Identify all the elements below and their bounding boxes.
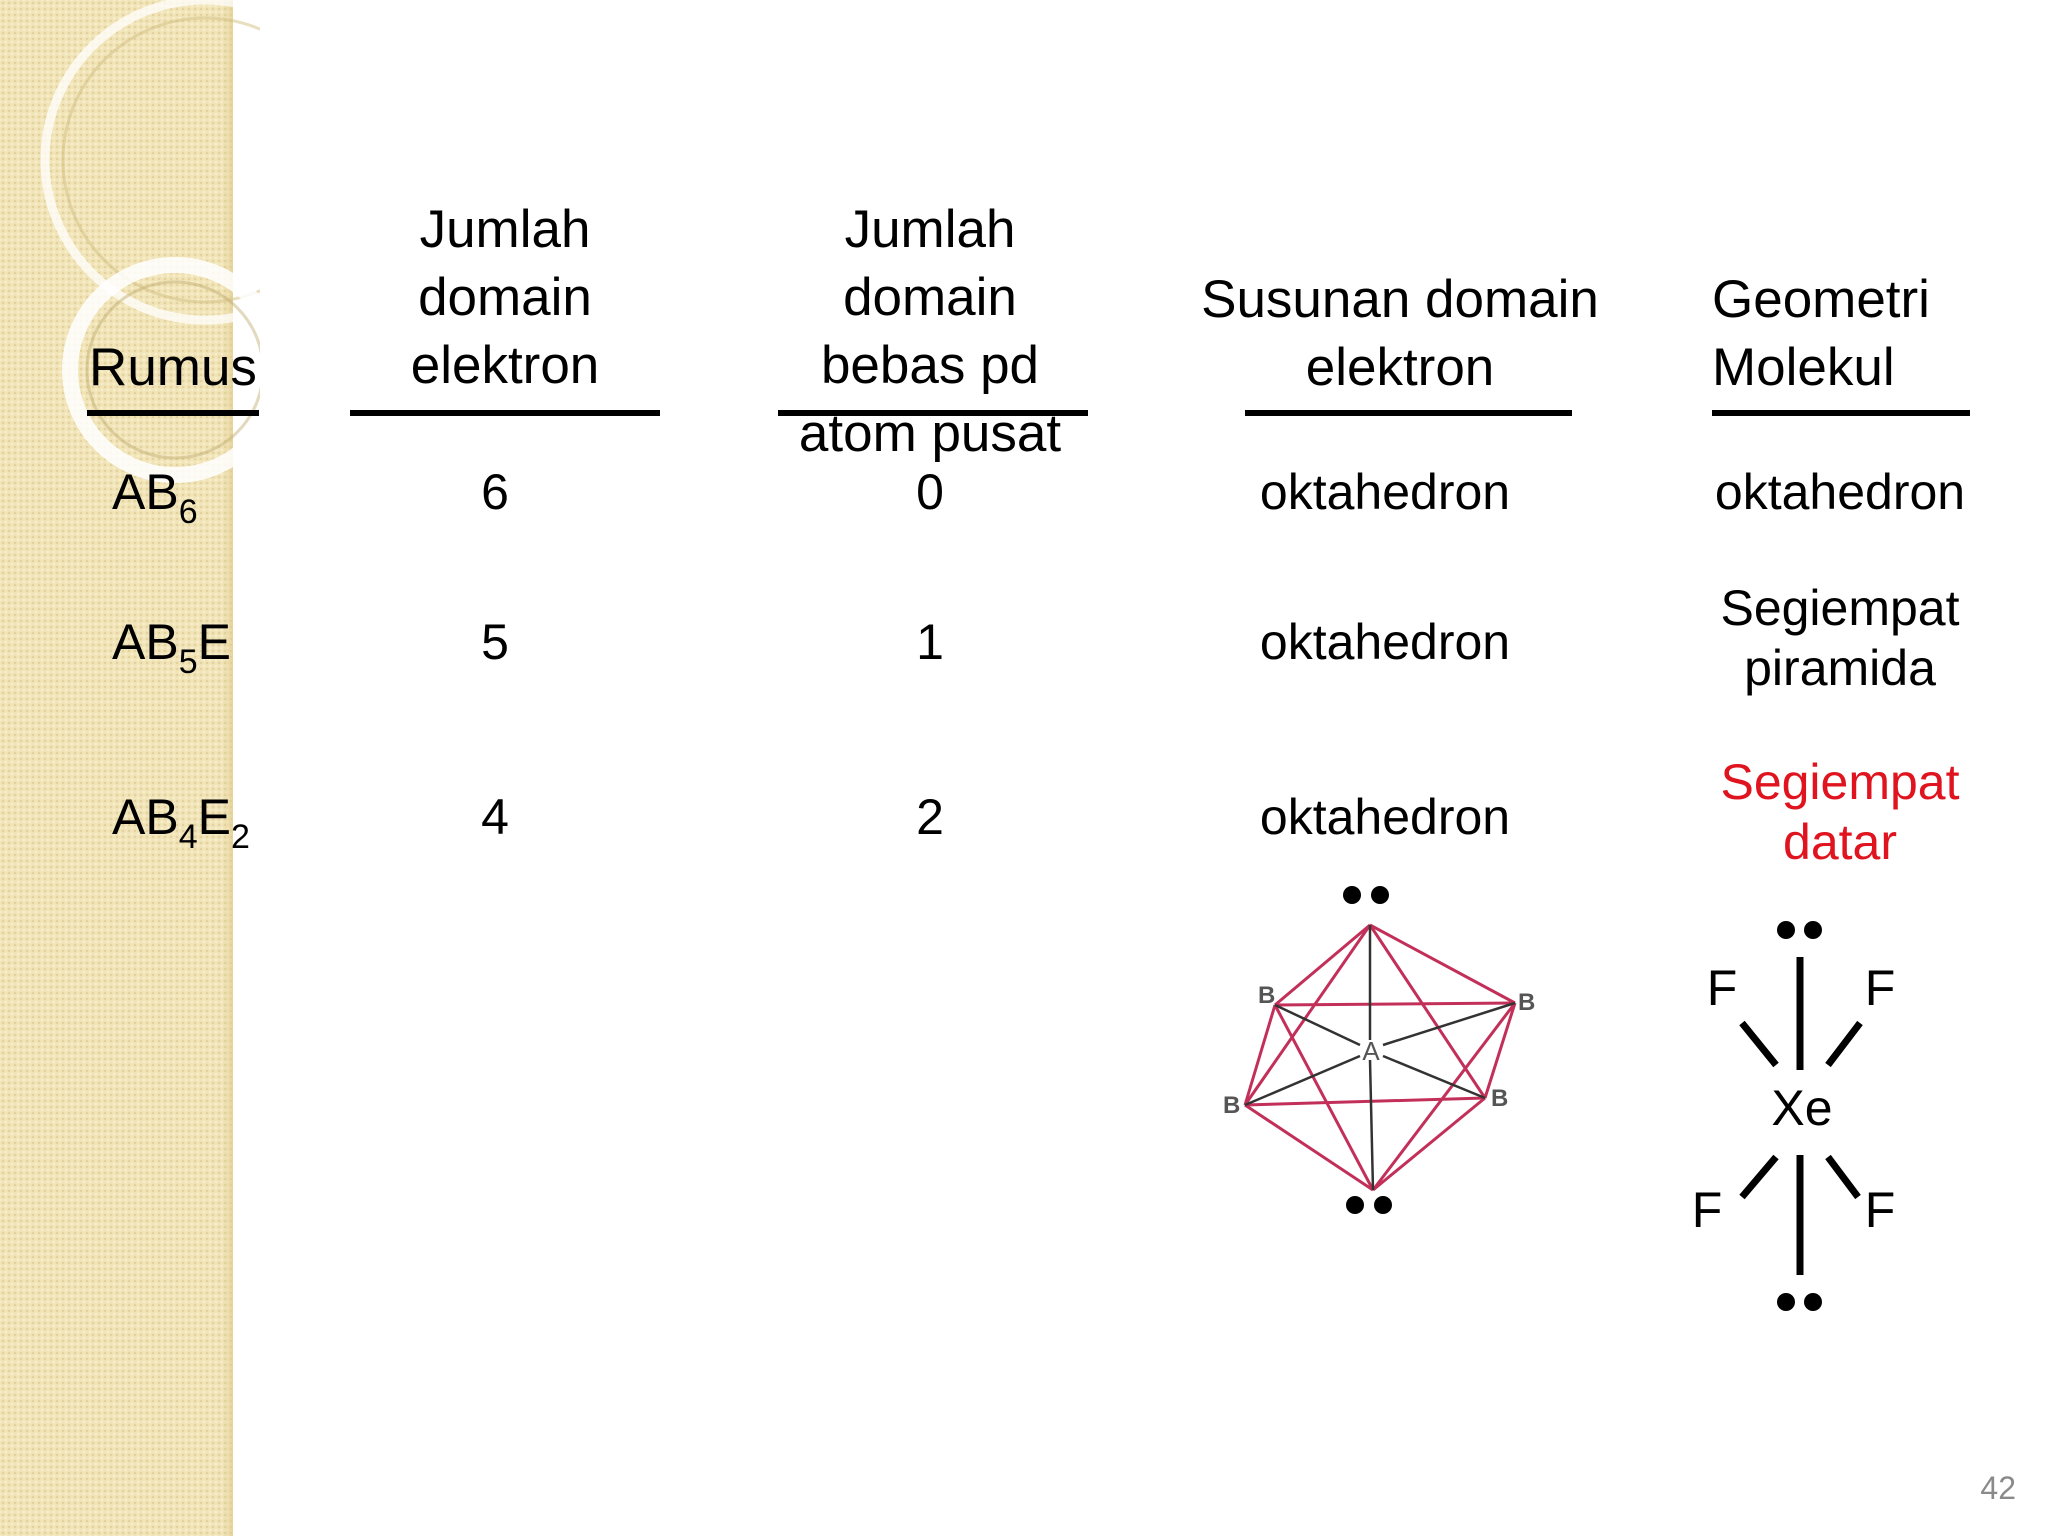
bond-line <box>1739 1154 1779 1200</box>
bond-line <box>1825 1154 1861 1200</box>
row-1-rumus: AB6 <box>112 464 198 531</box>
header-susunan-domain: Susunan domain elektron <box>1201 270 1599 397</box>
header-jumlah-domain-bebas: Jumlah domain bebas pd atom pusat <box>798 200 1062 463</box>
octahedron-center-label: A <box>1362 1036 1380 1066</box>
row-3-domain-elektron: 4 <box>481 789 509 845</box>
octahedron-diagram: A B B B B <box>1223 886 1535 1214</box>
row-3-domain-bebas: 2 <box>916 789 944 845</box>
row-2-domain-elektron: 5 <box>481 614 509 670</box>
octahedron-vertex-label: B <box>1223 1092 1240 1119</box>
octahedron-vertex-label: B <box>1491 1085 1508 1112</box>
octahedron-vertex-label: B <box>1518 989 1535 1016</box>
header-rule-susunan <box>1245 410 1572 416</box>
xef4-lewis-diagram: F F Xe F F <box>1692 921 1896 1311</box>
lone-pair-dot <box>1371 886 1389 904</box>
lone-pair-dot <box>1777 1293 1795 1311</box>
row-1-domain-bebas: 0 <box>916 464 944 520</box>
row-3-susunan: oktahedron <box>1259 789 1511 845</box>
row-3-geometri: Segiempat datar <box>1720 754 1960 870</box>
fluorine-label: F <box>1692 1182 1723 1238</box>
lone-pair-dot <box>1804 1293 1822 1311</box>
header-rule-rumus <box>87 410 259 416</box>
row-1-domain-elektron: 6 <box>481 464 509 520</box>
sidebar-edge <box>222 0 232 1536</box>
row-2-susunan: oktahedron <box>1259 614 1511 670</box>
row-2-rumus: AB5E <box>112 614 231 681</box>
octahedron-vertex-label: B <box>1258 982 1275 1009</box>
lone-pair-dot <box>1346 1196 1364 1214</box>
page-number: 42 <box>1980 1470 2016 1506</box>
lone-pair-dot <box>1804 921 1822 939</box>
fluorine-label: F <box>1707 960 1738 1016</box>
lone-pair-dot <box>1374 1196 1392 1214</box>
fluorine-label: F <box>1865 1182 1896 1238</box>
row-2-geometri: Segiempat piramida <box>1720 580 1960 696</box>
header-rule-domain-bebas <box>778 410 1088 416</box>
fluorine-label: F <box>1865 960 1896 1016</box>
decorative-rings <box>40 0 260 483</box>
row-2-domain-bebas: 1 <box>916 614 944 670</box>
header-rule-domain-elektron <box>350 410 660 416</box>
row-1-susunan: oktahedron <box>1259 464 1511 520</box>
row-3-rumus: AB4E2 <box>112 789 250 856</box>
header-jumlah-domain-elektron: Jumlah domain elektron <box>410 200 600 395</box>
bond-line <box>1825 1020 1863 1068</box>
row-1-geometri: oktahedron <box>1714 464 1966 520</box>
sidebar-background <box>0 0 233 1536</box>
header-rule-geometri <box>1712 410 1970 416</box>
lone-pair-dot <box>1343 886 1361 904</box>
header-geometri-molekul: Geometri Molekul <box>1712 270 1930 397</box>
xenon-label: Xe <box>1771 1080 1832 1136</box>
lone-pair-dot <box>1777 921 1795 939</box>
header-rumus: Rumus <box>89 338 257 397</box>
bond-line <box>1739 1020 1779 1068</box>
